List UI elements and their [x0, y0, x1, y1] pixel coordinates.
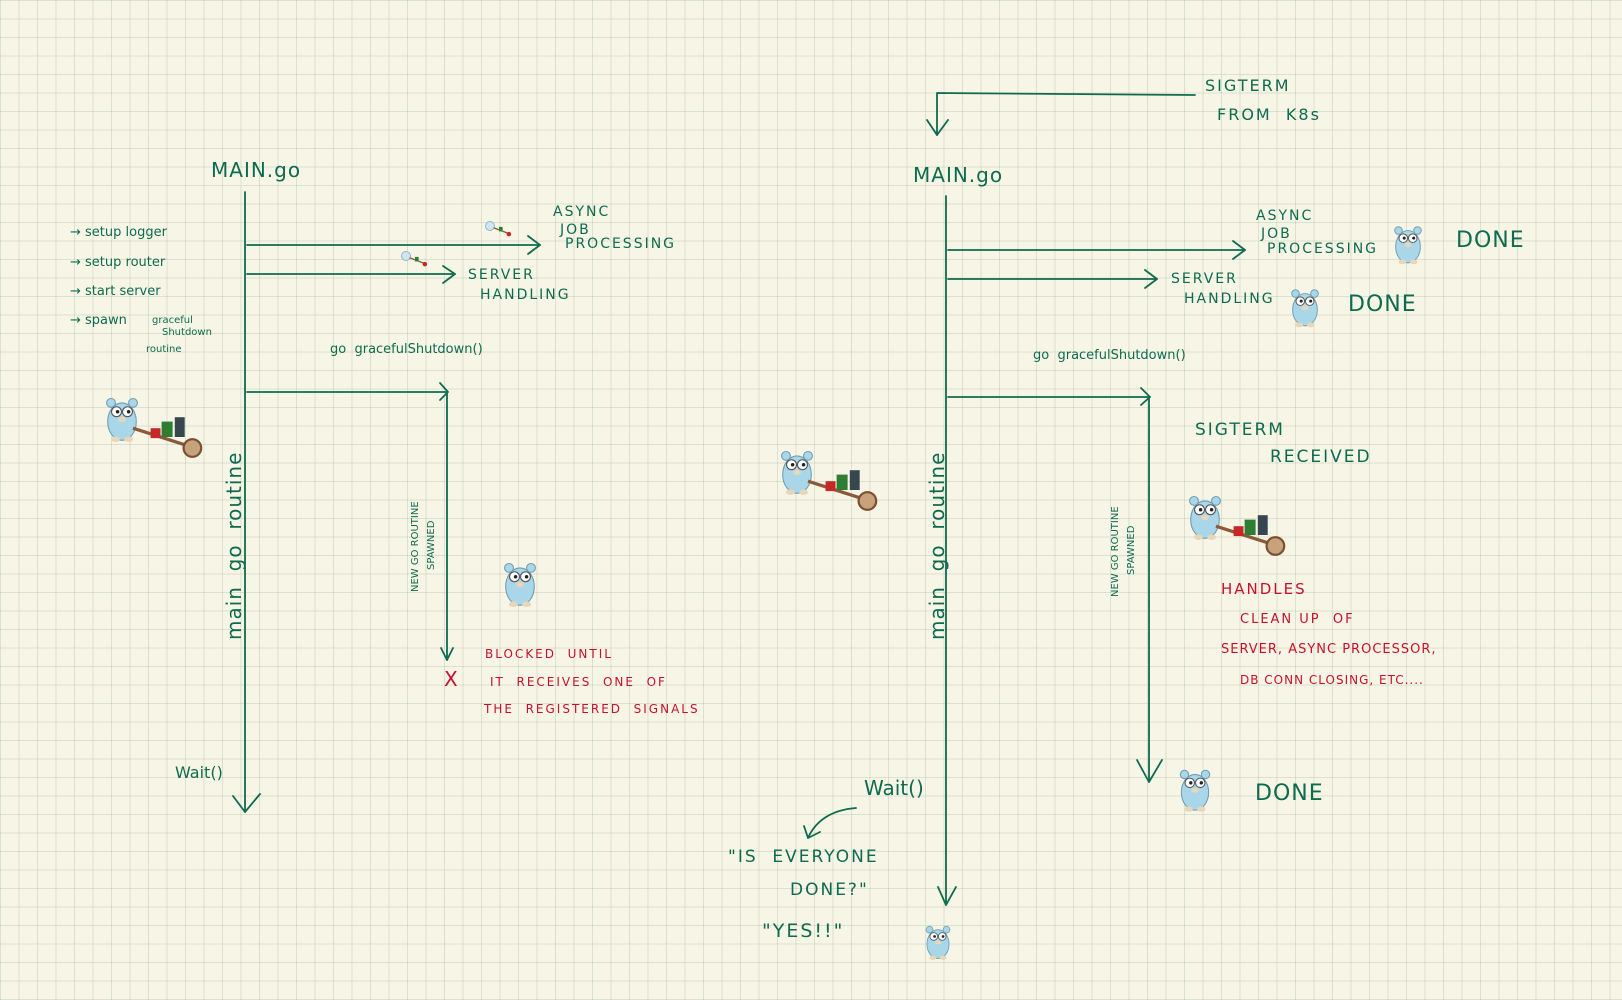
right-async-label-2: JOB: [1261, 226, 1292, 242]
left-async-label-1: ASYNC: [553, 204, 611, 220]
left-graceful-arrowhead-down: [440, 647, 454, 661]
left-step-spawn: → spawn: [70, 313, 127, 328]
right-done-server: DONE: [1348, 292, 1417, 317]
gopher-wheelbarrow-cleanup: [1190, 497, 1285, 555]
left-step-setup-logger: → setup logger: [70, 225, 167, 240]
gopher-done-shutdown: [1179, 769, 1211, 813]
right-routine-label: main go routine: [925, 451, 949, 640]
right-wait-curve: [807, 807, 857, 839]
right-cleanup-text-2: CLEAN UP OF: [1240, 612, 1355, 627]
left-step-start-server: → start server: [70, 284, 161, 299]
right-wait-curve-head: [803, 825, 821, 839]
right-graceful-call: go gracefulShutdown(): [1033, 348, 1186, 363]
right-cleanup-text-1: HANDLES: [1221, 580, 1307, 598]
left-async-arrowhead: [527, 235, 541, 255]
right-sigterm-source-1: SIGTERM: [1205, 76, 1291, 95]
gopher-done-async: [1394, 226, 1422, 265]
right-sigterm-received-2: RECEIVED: [1270, 447, 1372, 467]
gopher-done-server: [1291, 289, 1319, 328]
right-graceful-arrowhead-right: [1140, 387, 1151, 406]
left-spawn-note-3: routine: [146, 344, 182, 355]
left-spawned-label-2: SPAWNED: [426, 520, 437, 570]
left-server-label-2: HANDLING: [480, 287, 571, 303]
right-sigterm-arrowhead: [926, 119, 949, 136]
right-answer: "YES!!": [762, 920, 845, 942]
left-graceful-call: go gracefulShutdown(): [330, 342, 483, 357]
gopher-sleeping: [504, 562, 536, 608]
right-main-title: MAIN.go: [913, 163, 1004, 187]
right-async-label-3: PROCESSING: [1267, 241, 1379, 257]
right-async-arrowhead: [1232, 240, 1246, 260]
left-main-arrowhead: [232, 793, 261, 813]
right-server-arrowhead: [1144, 269, 1158, 289]
right-sigterm-source-2: FROM K8s: [1217, 105, 1321, 124]
left-graceful-arrowhead-right: [439, 382, 449, 401]
gopher-yes: [925, 925, 951, 961]
left-blocked-text-2: IT RECEIVES ONE OF: [490, 675, 667, 689]
left-step-setup-router: → setup router: [70, 255, 166, 270]
left-spawn-note-2: Shutdown: [162, 327, 212, 338]
right-done-async: DONE: [1456, 228, 1525, 253]
left-main-title: MAIN.go: [211, 158, 302, 182]
right-cleanup-text-4: DB CONN CLOSING, ETC....: [1240, 673, 1424, 687]
left-wait-call: Wait(): [175, 763, 223, 782]
right-graceful-arrowhead-down: [1136, 759, 1163, 783]
right-async-label-1: ASYNC: [1256, 208, 1314, 224]
right-sigterm-arrow: [936, 92, 1196, 136]
left-spawn-note-1: graceful: [152, 315, 193, 326]
gopher-wheelbarrow-right: [782, 452, 877, 510]
left-server-arrowhead: [442, 265, 456, 284]
left-spawned-label-1: NEW GO ROUTINE: [410, 501, 421, 592]
right-spawned-label-1: NEW GO ROUTINE: [1110, 506, 1121, 597]
left-blocked-text-3: THE REGISTERED SIGNALS: [484, 702, 700, 716]
right-main-arrowhead: [937, 886, 957, 906]
left-blocked-text-1: BLOCKED UNTIL: [485, 647, 613, 661]
right-spawned-label-2: SPAWNED: [1126, 525, 1137, 575]
gopher-tiny-async-left: [484, 220, 512, 238]
left-async-label-3: PROCESSING: [565, 236, 677, 252]
gopher-wheelbarrow-left: [107, 399, 202, 457]
left-async-label-2: JOB: [560, 222, 591, 238]
right-sigterm-received-1: SIGTERM: [1195, 420, 1285, 440]
right-question-1: "IS EVERYONE: [728, 847, 879, 867]
gopher-tiny-server-left: [400, 250, 428, 268]
right-server-label-1: SERVER: [1171, 271, 1238, 287]
left-server-label-1: SERVER: [468, 267, 535, 283]
right-done-shutdown: DONE: [1255, 781, 1324, 806]
left-routine-label: main go routine: [222, 451, 246, 640]
right-wait-call: Wait(): [864, 776, 924, 800]
right-cleanup-text-3: SERVER, ASYNC PROCESSOR,: [1221, 642, 1437, 657]
right-server-label-2: HANDLING: [1184, 291, 1275, 307]
right-question-2: DONE?": [790, 880, 869, 900]
left-blocked-mark: X: [444, 667, 458, 691]
